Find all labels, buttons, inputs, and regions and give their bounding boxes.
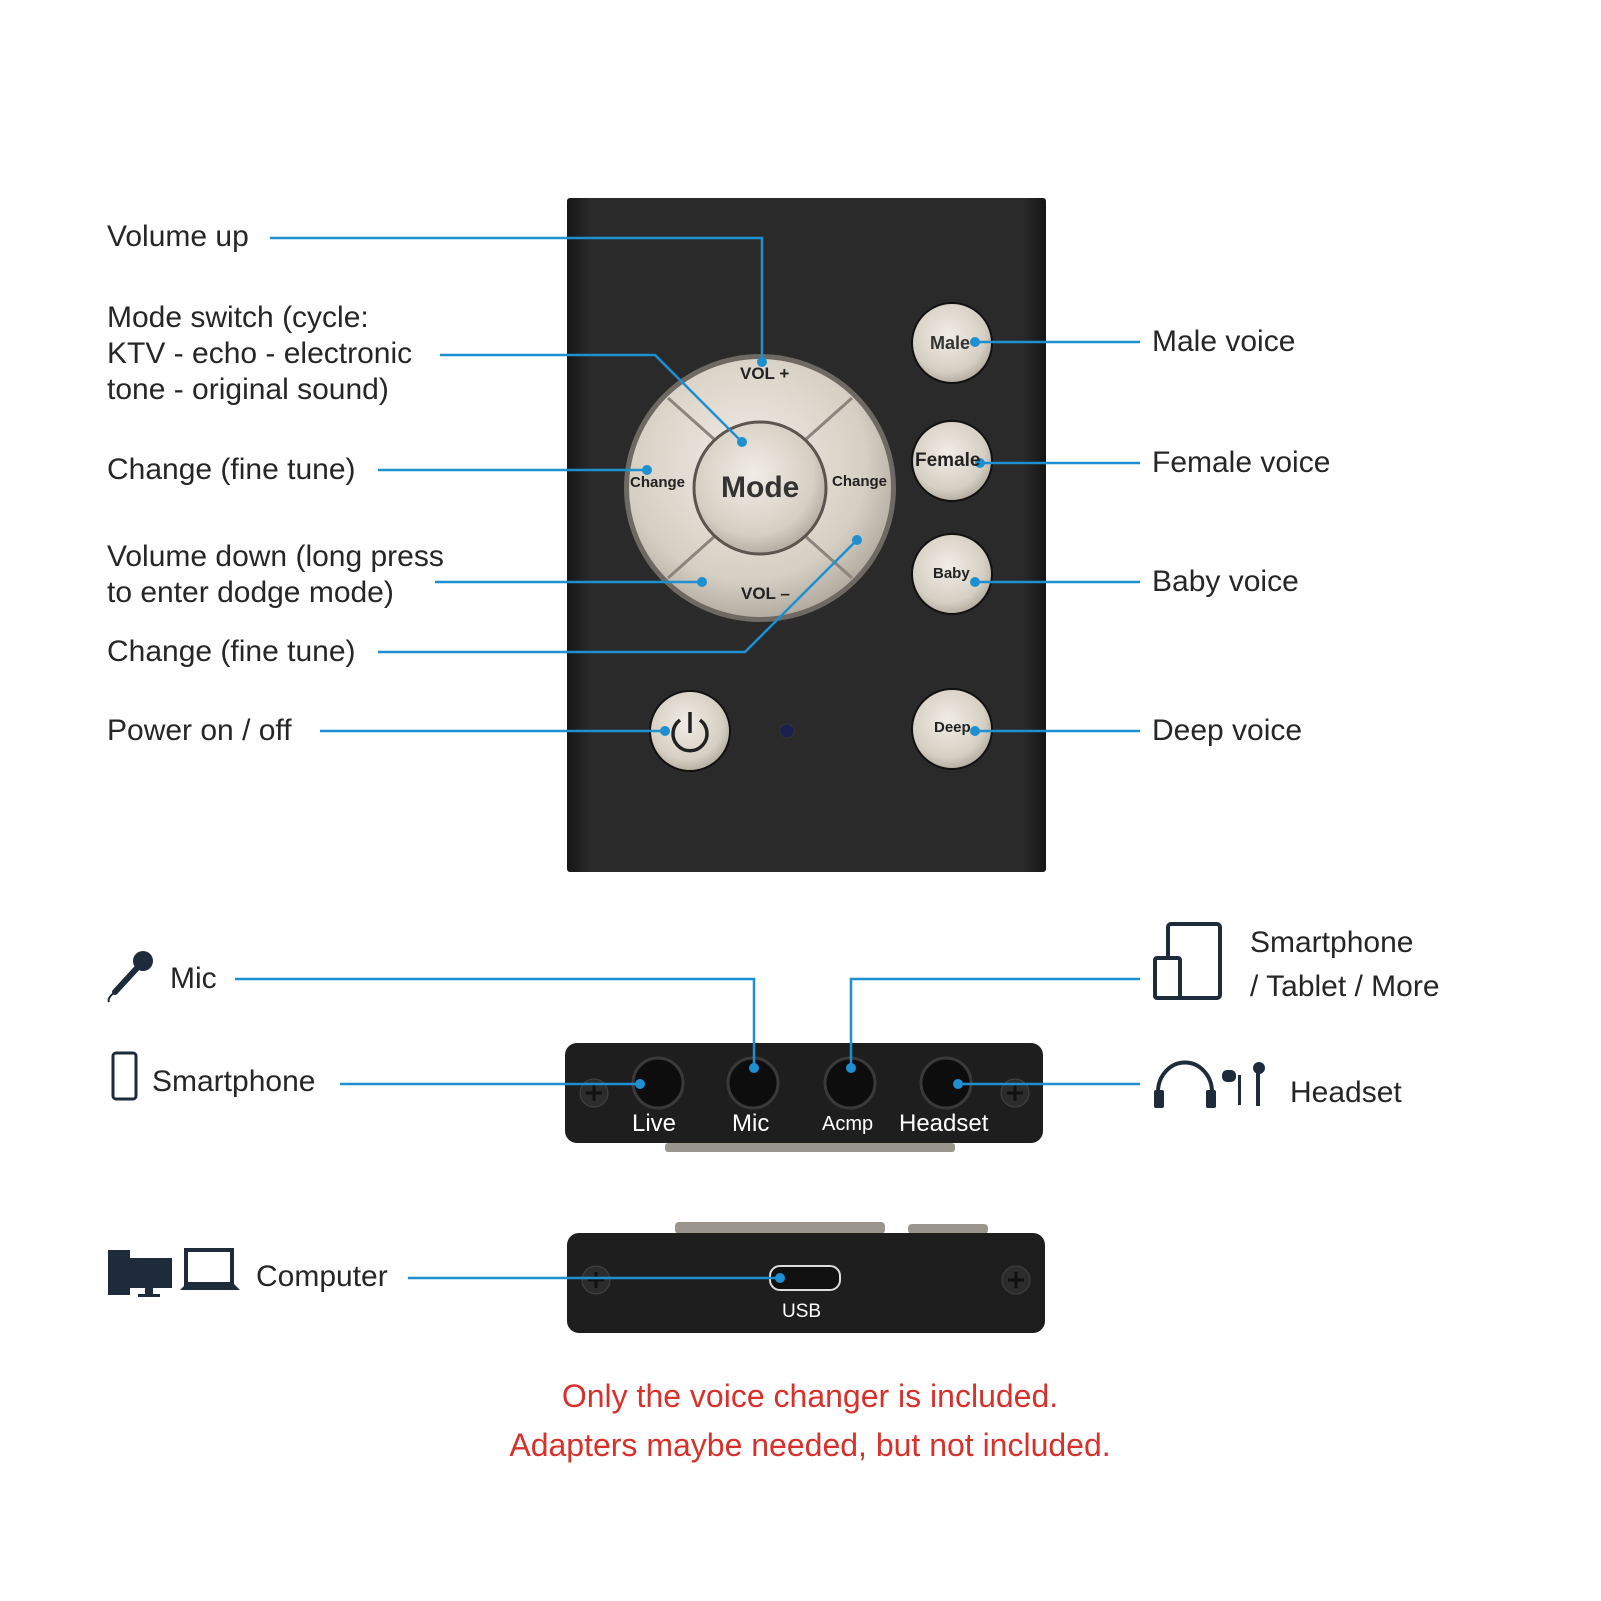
microphone-icon: [107, 951, 153, 1003]
connection-tablet-2: / Tablet / More: [1250, 970, 1440, 1003]
callout-dots: [635, 337, 985, 1283]
callout-baby: Baby voice: [1152, 565, 1299, 598]
deep-label: Deep: [934, 719, 971, 736]
screw-icon: [579, 1078, 609, 1108]
callout-mode-switch-1: Mode switch (cycle:: [107, 301, 369, 334]
screw-icon: [581, 1265, 611, 1295]
headset-icon: [1154, 1060, 1265, 1108]
callout-volume-down-1: Volume down (long press: [107, 540, 444, 573]
male-label: Male: [930, 333, 971, 353]
callout-power: Power on / off: [107, 714, 292, 747]
callout-deep: Deep voice: [1152, 714, 1303, 747]
vol-plus-label: VOL +: [740, 364, 790, 383]
vol-minus-label: VOL –: [741, 584, 790, 603]
connection-headset: Headset: [1290, 1076, 1402, 1109]
note-adapters: Adapters maybe needed, but not included.: [509, 1427, 1111, 1463]
connection-mic: Mic: [170, 962, 217, 995]
change-minus-label: Change: [832, 473, 888, 490]
callout-change-plus: Change (fine tune): [107, 453, 356, 486]
computer-icon: [108, 1248, 240, 1297]
front-panel: [565, 1043, 1043, 1143]
deep-button[interactable]: [911, 688, 993, 770]
callout-volume-down-2: to enter dodge mode): [107, 576, 394, 609]
screw-icon: [1001, 1265, 1031, 1295]
tablet-icon: [1153, 922, 1222, 1000]
smartphone-icon: [111, 1051, 138, 1101]
baby-label: Baby: [933, 565, 970, 582]
port-label-acmp: Acmp: [822, 1113, 874, 1135]
callout-female: Female voice: [1152, 446, 1331, 479]
callout-mode-switch-3: tone - original sound): [107, 373, 389, 406]
connection-smartphone: Smartphone: [152, 1065, 316, 1098]
connection-computer: Computer: [256, 1260, 388, 1293]
note-included: Only the voice changer is included.: [561, 1378, 1059, 1414]
female-label: Female: [915, 450, 981, 471]
screw-icon: [1000, 1078, 1030, 1108]
baby-button[interactable]: [911, 533, 993, 615]
callout-mode-switch-2: KTV - echo - electronic: [107, 337, 413, 370]
port-label-usb: USB: [782, 1301, 822, 1322]
callout-male: Male voice: [1152, 325, 1296, 358]
female-button[interactable]: [911, 420, 993, 502]
power-icon: [671, 712, 709, 753]
callout-change-minus: Change (fine tune): [107, 635, 356, 668]
mode-button[interactable]: [692, 420, 828, 556]
callout-volume-up: Volume up: [107, 220, 249, 253]
port-label-live: Live: [632, 1110, 677, 1137]
callout-lines: [235, 236, 1140, 1280]
led-indicator: [779, 723, 795, 739]
port-label-mic: Mic: [732, 1110, 770, 1137]
change-plus-label: Change: [630, 474, 686, 491]
mode-label: Mode: [721, 471, 800, 504]
port-label-headset: Headset: [899, 1110, 989, 1137]
connection-tablet-1: Smartphone: [1250, 926, 1414, 959]
